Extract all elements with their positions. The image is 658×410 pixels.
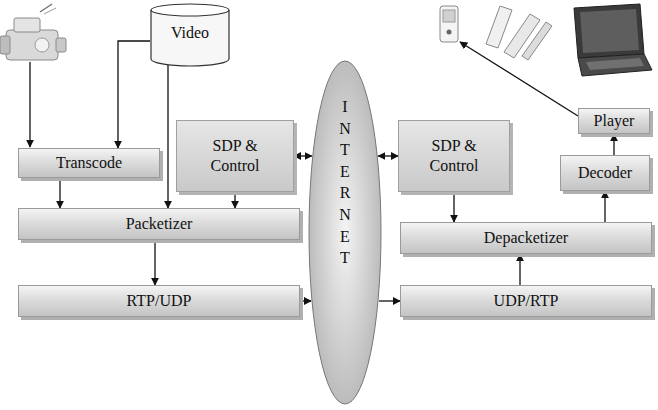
flow-arrow	[118, 41, 150, 148]
camera-arrow	[29, 62, 30, 147]
flow-arrow	[379, 300, 400, 301]
flow-arrow	[604, 191, 605, 222]
process-band: Packetizer	[18, 208, 300, 240]
phone-illustration	[440, 6, 458, 42]
protocol-band: UDP/RTP	[400, 285, 652, 317]
process-band: Decoder	[560, 155, 650, 191]
flow-arrow	[154, 240, 155, 285]
flow-arrow	[453, 192, 454, 222]
node-label: UDP/RTP	[494, 291, 559, 311]
control-box: SDP & Control	[398, 120, 510, 192]
pda-illustration	[486, 6, 552, 60]
vertical-label: INTERNET	[337, 96, 353, 269]
network-cloud: INTERNET	[308, 60, 382, 405]
node-label: RTP/UDP	[127, 291, 192, 311]
flow-arrow	[294, 155, 312, 156]
node-label: Player	[594, 111, 635, 131]
node-label: Packetizer	[126, 214, 193, 234]
node-label: SDP & Control	[195, 136, 275, 176]
flow-arrow	[234, 192, 235, 208]
flow-arrow	[300, 300, 311, 301]
node-label: SDP & Control	[414, 136, 494, 176]
process-band: Depacketizer	[400, 222, 652, 254]
player-to-device-arrow	[460, 42, 578, 116]
laptop-illustration	[574, 4, 652, 76]
node-label: Decoder	[578, 163, 632, 183]
camcorder-illustration	[0, 4, 66, 60]
flow-arrow	[378, 155, 398, 156]
flow-arrow	[519, 254, 520, 285]
node-label: Video	[171, 23, 209, 43]
protocol-band: RTP/UDP	[18, 285, 300, 317]
node-label: Depacketizer	[484, 228, 568, 248]
flow-arrow	[613, 134, 614, 155]
control-box: SDP & Control	[176, 120, 294, 192]
process-band: Transcode	[18, 148, 160, 178]
node-label: Transcode	[56, 153, 122, 173]
flow-arrow	[59, 178, 60, 208]
storage-cylinder: Video	[150, 3, 230, 67]
flow-arrow	[167, 64, 168, 208]
process-band: Player	[578, 108, 650, 134]
